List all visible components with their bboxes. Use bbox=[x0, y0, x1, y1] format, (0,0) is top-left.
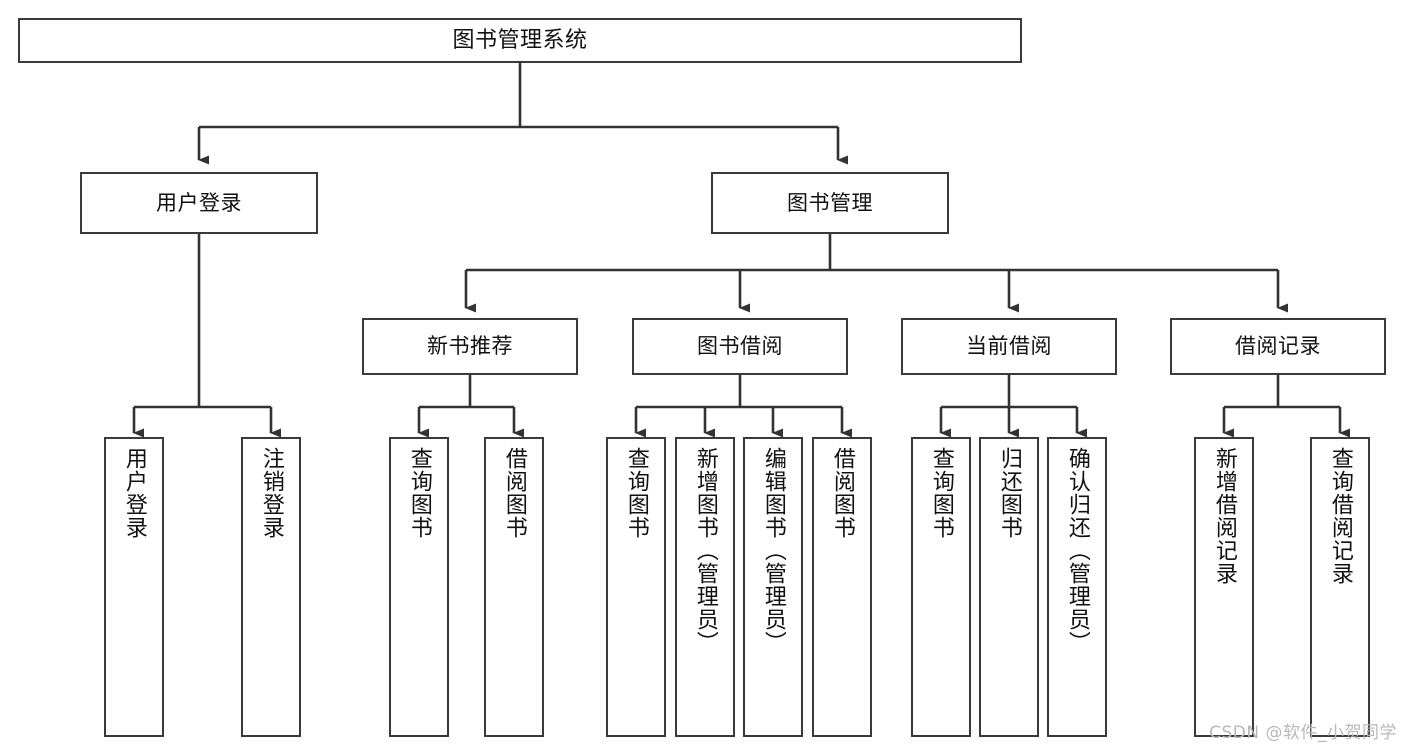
node-book-management-label: 图书管理 bbox=[787, 190, 873, 215]
leaf-borrow-record-query-label: 查询借阅记录 bbox=[1327, 447, 1353, 585]
leaf-current-borrow-query-label: 查询图书 bbox=[928, 447, 954, 539]
leaf-user-login-login[interactable]: 用户登录 bbox=[104, 437, 164, 737]
watermark: CSDN @软件_小贺同学 bbox=[1209, 723, 1397, 743]
leaf-user-login-logout-label: 注销登录 bbox=[258, 447, 284, 539]
node-root-label: 图书管理系统 bbox=[452, 27, 588, 53]
leaf-borrow-record-add-label: 新增借阅记录 bbox=[1211, 447, 1237, 585]
leaf-new-book-borrow-label: 借阅图书 bbox=[501, 447, 527, 539]
leaf-book-borrow-borrow[interactable]: 借阅图书 bbox=[812, 437, 872, 737]
leaf-book-borrow-add-label: 新增图书（管理员） bbox=[692, 447, 718, 654]
leaf-book-borrow-edit-label: 编辑图书（管理员） bbox=[760, 447, 786, 654]
leaf-book-borrow-query[interactable]: 查询图书 bbox=[606, 437, 666, 737]
leaf-book-borrow-borrow-label: 借阅图书 bbox=[829, 447, 855, 539]
leaf-user-login-logout[interactable]: 注销登录 bbox=[241, 437, 301, 737]
node-book-borrow-label: 图书借阅 bbox=[697, 334, 783, 359]
leaf-current-borrow-query[interactable]: 查询图书 bbox=[911, 437, 971, 737]
leaf-current-borrow-return-label: 归还图书 bbox=[996, 447, 1022, 539]
node-borrow-record-label: 借阅记录 bbox=[1235, 334, 1321, 359]
node-root[interactable]: 图书管理系统 bbox=[18, 18, 1022, 63]
leaf-current-borrow-return[interactable]: 归还图书 bbox=[979, 437, 1039, 737]
leaf-new-book-query[interactable]: 查询图书 bbox=[389, 437, 449, 737]
leaf-user-login-login-label: 用户登录 bbox=[121, 447, 147, 539]
node-new-book-recommend[interactable]: 新书推荐 bbox=[362, 318, 578, 375]
leaf-borrow-record-add[interactable]: 新增借阅记录 bbox=[1194, 437, 1254, 737]
leaf-book-borrow-add[interactable]: 新增图书（管理员） bbox=[675, 437, 735, 737]
node-borrow-record[interactable]: 借阅记录 bbox=[1170, 318, 1386, 375]
node-user-login[interactable]: 用户登录 bbox=[80, 172, 318, 234]
node-current-borrow-label: 当前借阅 bbox=[966, 334, 1052, 359]
leaf-book-borrow-edit[interactable]: 编辑图书（管理员） bbox=[743, 437, 803, 737]
node-user-login-label: 用户登录 bbox=[156, 190, 242, 215]
leaf-current-borrow-confirm-label: 确认归还（管理员） bbox=[1064, 447, 1090, 654]
node-book-management[interactable]: 图书管理 bbox=[711, 172, 949, 234]
leaf-borrow-record-query[interactable]: 查询借阅记录 bbox=[1310, 437, 1370, 737]
node-new-book-recommend-label: 新书推荐 bbox=[427, 334, 513, 359]
node-book-borrow[interactable]: 图书借阅 bbox=[632, 318, 848, 375]
leaf-book-borrow-query-label: 查询图书 bbox=[623, 447, 649, 539]
node-current-borrow[interactable]: 当前借阅 bbox=[901, 318, 1117, 375]
leaf-current-borrow-confirm[interactable]: 确认归还（管理员） bbox=[1047, 437, 1107, 737]
leaf-new-book-query-label: 查询图书 bbox=[406, 447, 432, 539]
leaf-new-book-borrow[interactable]: 借阅图书 bbox=[484, 437, 544, 737]
